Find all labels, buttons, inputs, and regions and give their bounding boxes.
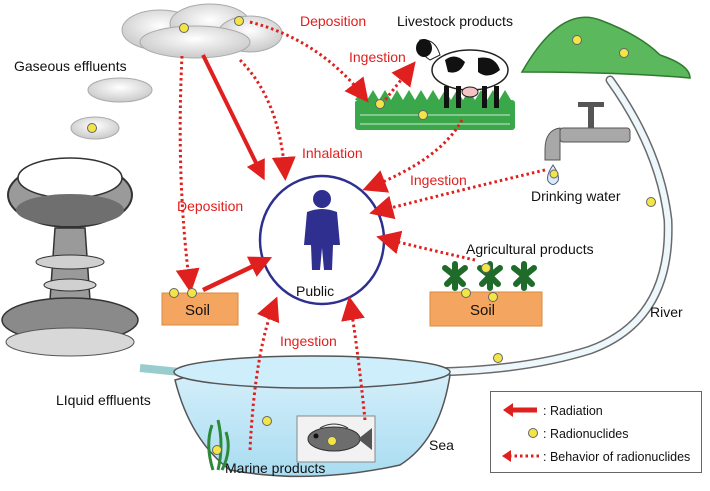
label-livestock-products: Livestock products	[397, 13, 513, 29]
seaweed-icon	[207, 419, 230, 471]
soil-right	[429, 291, 543, 327]
legend-item-radionuclides: : Radionuclides	[491, 423, 701, 443]
legend-label-radionuclides: : Radionuclides	[543, 427, 629, 441]
pathway-deposition-top: Deposition	[300, 13, 367, 29]
label-sea: Sea	[429, 437, 454, 453]
label-marine-products: Marine products	[225, 460, 326, 476]
faucet-icon	[544, 102, 631, 161]
legend-item-behavior: : Behavior of radionuclides	[491, 446, 701, 466]
mushroom-cloud-icon	[1, 157, 139, 357]
sea-basin-icon	[139, 355, 451, 478]
cloud-icon	[70, 3, 283, 140]
label-soil-left: Soil	[185, 302, 211, 319]
pathway-ingestion-bottom: Ingestion	[280, 333, 337, 349]
label-drinking-water: Drinking water	[531, 188, 621, 204]
radionuclide-dot-legend-icon	[528, 428, 538, 438]
soil-left	[161, 292, 239, 326]
label-public: Public	[296, 283, 335, 299]
label-soil-right: Soil	[470, 302, 496, 319]
pathway-ingestion-cow: Ingestion	[349, 49, 406, 65]
label-gaseous-effluents: Gaseous effluents	[14, 58, 127, 74]
mountain-icon	[520, 16, 691, 79]
legend-label-radiation: : Radiation	[543, 404, 603, 418]
dotted-arrow-icon	[502, 450, 539, 462]
pathway-ingestion-mid: Ingestion	[410, 172, 467, 188]
legend-item-radiation: : Radiation	[491, 400, 701, 420]
pathway-inhalation: Inhalation	[302, 145, 363, 161]
legend-label-behavior: : Behavior of radionuclides	[543, 450, 691, 464]
river	[415, 75, 673, 377]
radiation-arrow-icon	[503, 403, 537, 417]
crop-icon	[442, 261, 537, 291]
legend: : Radiation : Radionuclides : Behavior o…	[490, 391, 702, 473]
radiation-arrow-soil	[202, 256, 273, 293]
grass-icon	[355, 90, 515, 130]
radiation-arrow-cloud	[201, 54, 265, 181]
radionuclide-dot-icon	[87, 16, 656, 455]
label-river: River	[650, 304, 683, 320]
pathway-deposition-left: Deposition	[177, 198, 244, 214]
label-liquid-effluents: LIquid effluents	[56, 392, 151, 408]
dotted-arrows	[175, 20, 546, 451]
cow-icon	[416, 39, 509, 108]
label-agricultural-products: Agricultural products	[466, 241, 594, 257]
person-icon	[304, 190, 340, 270]
